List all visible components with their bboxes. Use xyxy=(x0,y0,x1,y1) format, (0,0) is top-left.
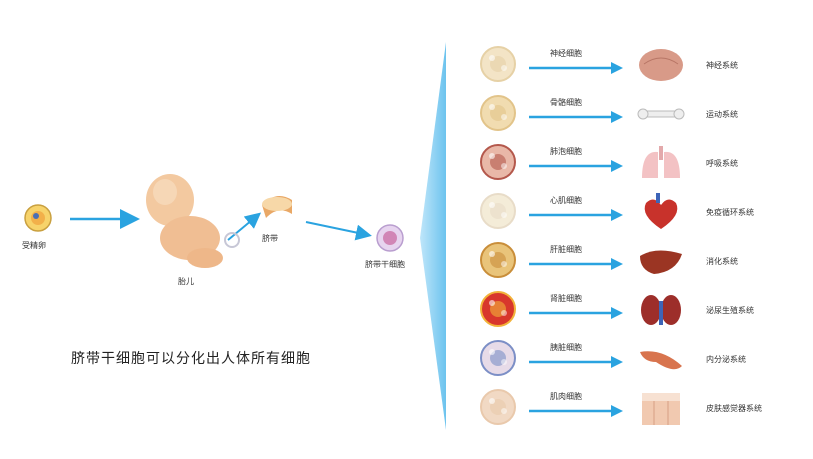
egg-label: 受精卵 xyxy=(22,241,46,250)
cell-type-label: 神经细胞 xyxy=(550,49,582,58)
stemcell-label: 脐带干细胞 xyxy=(365,260,405,269)
brain-icon xyxy=(639,49,683,81)
pancreas-cell-icon xyxy=(480,340,516,376)
liver-icon xyxy=(640,250,682,274)
stem-cell-icon xyxy=(376,224,404,252)
cell-type-label: 心肌细胞 xyxy=(550,196,582,205)
bone-cell-icon xyxy=(480,95,516,131)
system-label: 运动系统 xyxy=(706,110,738,119)
cell-type-label: 胰脏细胞 xyxy=(550,343,582,352)
cell-type-label: 肌肉细胞 xyxy=(550,392,582,401)
liver-cell-icon xyxy=(480,242,516,278)
kidney-icon xyxy=(641,295,681,325)
row-arrow xyxy=(529,405,623,417)
system-label: 呼吸系统 xyxy=(706,159,738,168)
fetus-label: 胎儿 xyxy=(178,277,194,286)
muscle-cell-icon xyxy=(480,389,516,425)
system-label: 泌尿生殖系统 xyxy=(706,306,754,315)
cell-type-label: 骨骼细胞 xyxy=(550,98,582,107)
system-label: 神经系统 xyxy=(706,61,738,70)
nerve-cell-icon xyxy=(480,46,516,82)
umbilical-cord-icon xyxy=(262,196,292,218)
system-label: 内分泌系统 xyxy=(706,355,746,364)
lungs-icon xyxy=(642,146,680,178)
cell-type-label: 肺泡细胞 xyxy=(550,147,582,156)
arrow-cord-stemcell xyxy=(305,221,372,241)
egg-icon xyxy=(24,204,52,232)
cell-type-label: 肾脏细胞 xyxy=(550,294,582,303)
row-arrow xyxy=(529,258,623,270)
row-arrow xyxy=(529,209,623,221)
row-arrow xyxy=(529,111,623,123)
system-label: 皮肤感觉器系统 xyxy=(706,404,762,413)
system-label: 免疫循环系统 xyxy=(706,208,754,217)
system-label: 消化系统 xyxy=(706,257,738,266)
row-arrow xyxy=(529,160,623,172)
heart-icon xyxy=(644,193,678,229)
alveolar-cell-icon xyxy=(480,144,516,180)
kidney-cell-icon xyxy=(480,291,516,327)
cell-type-label: 肝脏细胞 xyxy=(550,245,582,254)
caption: 脐带干细胞可以分化出人体所有细胞 xyxy=(71,351,311,367)
bone-icon xyxy=(637,108,685,120)
skin-icon xyxy=(642,393,680,425)
row-arrow xyxy=(529,62,623,74)
fetus-icon xyxy=(146,174,240,268)
cardiac-cell-icon xyxy=(480,193,516,229)
fan-shape xyxy=(420,42,446,430)
cord-label: 脐带 xyxy=(262,234,278,243)
row-arrow xyxy=(529,307,623,319)
arrow-fetus-cord xyxy=(227,212,262,241)
row-arrow xyxy=(529,356,623,368)
pancreas-icon xyxy=(640,351,682,370)
